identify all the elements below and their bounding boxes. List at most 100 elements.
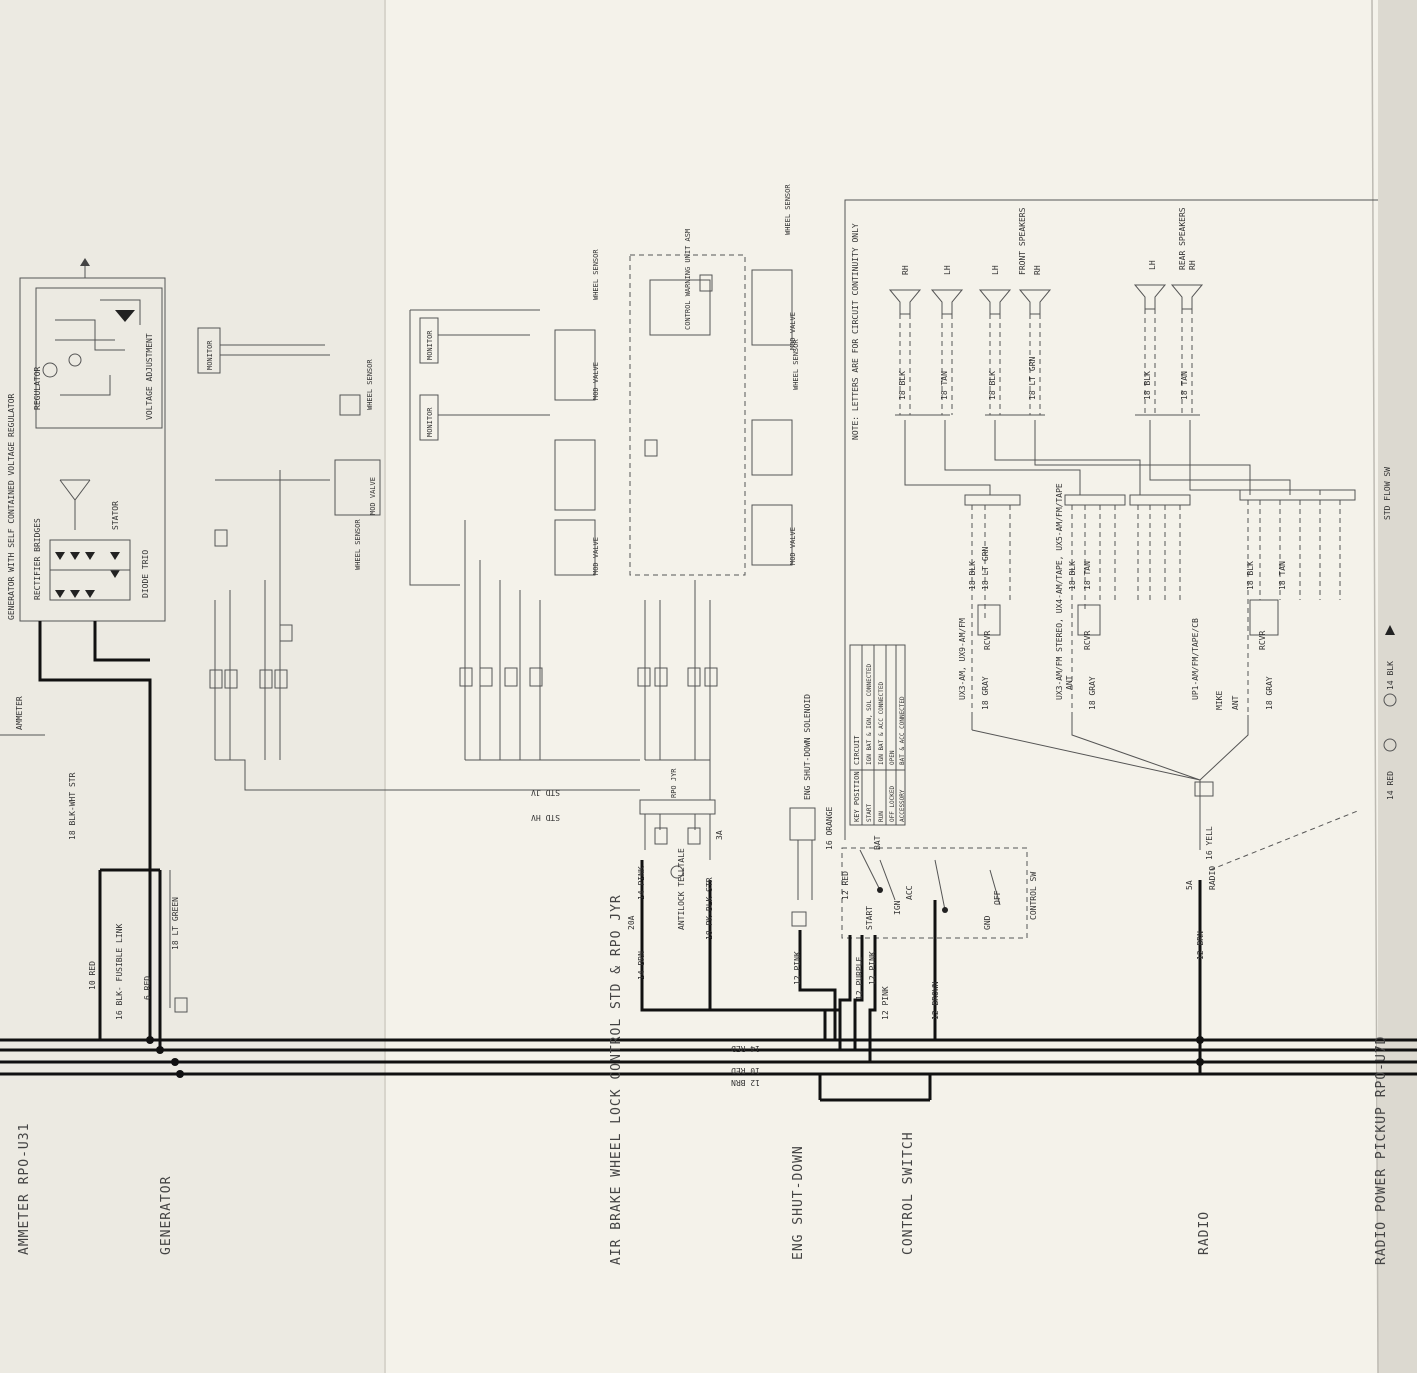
switch-start: START	[865, 906, 874, 930]
wire-12-pink-b: 12 PINK	[868, 951, 877, 985]
front-speakers-label: FRONT SPEAKERS	[1018, 207, 1027, 275]
wire-12-pink-c: 12 PINK	[881, 986, 890, 1020]
section-radio: RADIO	[1197, 1211, 1212, 1255]
section-radio-power: RADIO POWER PICKUP RPO-U7D	[1374, 1036, 1389, 1266]
fuse-20a: 20A	[627, 915, 636, 930]
bus-label-14red: 14 RED	[731, 1044, 760, 1053]
wheel-sensor-label-2: WHEEL SENSOR	[354, 519, 362, 570]
key-position-table: KEY POSITION CIRCUIT START IGN BAT & IGN…	[849, 644, 906, 826]
control-unit-label: CONTROL WARNING UNIT ASM	[684, 229, 692, 330]
mod-valve-label-5: MOD VALVE	[789, 527, 797, 565]
fuse-5a: 5A	[1185, 880, 1194, 890]
speaker-rh-2: RH	[1033, 265, 1042, 275]
regulator-label: REGULATOR	[33, 366, 42, 410]
control-switch-block: BAT ACC IGN START OFF GND CONTROL SW 12 …	[838, 835, 1038, 1062]
eng-shutdown-block: ENG SHUT-DOWN SOLENOID 12 PINK 16 ORANGE	[789, 694, 837, 1040]
spk-wire-tan-2: 18 TAN	[1180, 371, 1189, 400]
wire-fusible-link: 16 BLK- FUSIBLE LINK	[115, 923, 124, 1020]
section-air-brake: AIR BRAKE WHEEL LOCK CONTROL STD & RPO J…	[609, 894, 624, 1265]
wire-6-red: 6 RED	[143, 976, 152, 1000]
radio-note: NOTE: LETTERS ARE FOR CIRCUIT CONTINUITY…	[851, 223, 860, 440]
rcvr-2: RCVR	[1083, 631, 1092, 650]
speaker-rh-3: RH	[1188, 260, 1197, 270]
speaker-lh-2: LH	[991, 265, 1000, 275]
key-row-run: RUN	[878, 811, 885, 822]
voltage-adjustment-label: VOLTAGE ADJUSTMENT	[145, 333, 154, 420]
radio-wire-ltgrn-a: 18 LT GRN	[981, 546, 990, 590]
rcvr-1: RCVR	[983, 631, 992, 650]
abs-harness-right: CONTROL WARNING UNIT ASM MOD VALVE MOD V…	[531, 184, 800, 822]
wire-blk-wht-str: 18 BLK-WHT STR	[68, 772, 77, 840]
monitor-label-1: MONITOR	[206, 340, 214, 370]
radio-am-label: UX3-AM, UX9-AM/FM	[958, 618, 967, 700]
paper-edge-line	[1371, 0, 1379, 1373]
wire-12-brown: 12 BROWN	[931, 981, 940, 1020]
generator-wires: AMMETER 18 BLK-WHT STR 16 BLK- FUSIBLE L…	[0, 621, 188, 1078]
generator-title: GENERATOR WITH SELF CONTAINED VOLTAGE RE…	[7, 393, 16, 620]
wire-14-red: 14 RED	[1386, 771, 1395, 800]
speakers: FRONT SPEAKERS REAR SPEAKERS RH LH LH RH…	[888, 207, 1204, 416]
mod-valve-label-2: MOD VALVE	[592, 362, 600, 400]
mike-label: MIKE	[1215, 691, 1224, 710]
radio-wire-blk-a: 18 BLK	[968, 561, 977, 590]
rectifier-label: RECTIFIER BRIDGES	[33, 518, 42, 600]
bus-label-12brn: 12 BRN	[731, 1078, 760, 1087]
abs-harness-middle: MONITOR MONITOR MOD VALVE MOD VALVE WHEE…	[409, 249, 640, 761]
main-bus: 14 RED 10 RED 12 BRN	[0, 1038, 1417, 1102]
wire-14-pink: 14 PINK	[637, 866, 646, 900]
spk-wire-blk-2: 18 BLK	[988, 371, 997, 400]
section-labels: AMMETER RPO-U31 GENERATOR AIR BRAKE WHEE…	[17, 894, 1389, 1265]
rear-speakers-label: REAR SPEAKERS	[1178, 207, 1187, 270]
wheel-sensor-label-3: WHEEL SENSOR	[592, 249, 600, 300]
abs-harness-left: MONITOR MOD VALVE WHEEL SENSOR WHEEL SEN…	[197, 327, 640, 791]
std-hv-label: STD HV	[531, 813, 560, 822]
radio-wire-blk-c: 18 BLK	[1246, 561, 1255, 590]
mod-valve-label-1: MOD VALVE	[369, 477, 377, 515]
monitor-label-2: MONITOR	[426, 330, 434, 360]
diode-trio-label: DIODE TRIO	[141, 550, 150, 598]
radio-wire-gray-1: 18 GRAY	[981, 676, 990, 710]
switch-bat: BAT	[873, 835, 882, 850]
wire-14-brn: 14 BRN	[637, 951, 646, 980]
wire-12-brn: 12 BRN	[1196, 931, 1205, 960]
speaker-lh-3: LH	[1148, 260, 1157, 270]
section-control-switch: CONTROL SWITCH	[901, 1131, 916, 1255]
spk-wire-blk-3: 18 BLK	[1143, 371, 1152, 400]
key-row-run-circuit: IGN BAT & ACC CONNECTED	[878, 682, 885, 765]
spk-wire-ltgrn-1: 18 LT GRN	[1028, 356, 1037, 400]
wire-16-orange: 16 ORANGE	[825, 806, 834, 850]
key-row-off: OFF LOCKED	[889, 785, 896, 822]
wire-14-blk: 14 BLK	[1386, 661, 1395, 690]
radio-cb-label: UP1-AM/FM/TAPE/CB	[1191, 618, 1200, 700]
mod-valve-label-3: MOD VALVE	[592, 537, 600, 575]
section-ammeter: AMMETER RPO-U31	[17, 1123, 32, 1255]
ant-label-1: ANT	[1065, 675, 1074, 690]
std-jv-label: STD JV	[531, 788, 560, 797]
speaker-rh-1: RH	[901, 265, 910, 275]
wire-12-pink-a: 12 PINK	[793, 951, 802, 985]
wire-lt-green: 18 LT GREEN	[171, 897, 180, 950]
section-eng-shutdown: ENG SHUT-DOWN	[791, 1145, 806, 1260]
radio-block: NOTE: LETTERS ARE FOR CIRCUIT CONTINUITY…	[844, 199, 1397, 1074]
key-table-header-circuit: CIRCUIT	[853, 735, 861, 765]
radio-stereo-label: UX3-AM/FM STEREO, UX4-AM/TAPE, UX5-AM/FM…	[1055, 483, 1064, 700]
solenoid-label: ENG SHUT-DOWN SOLENOID	[803, 694, 812, 800]
ant-label-2: ANT	[1231, 695, 1240, 710]
rpo-jyr-label: RPO JYR	[670, 768, 678, 798]
mod-valve-label-4: MOD VALVE	[789, 312, 797, 350]
wire-pk-blk: 18 PK-BLK STR	[705, 877, 714, 940]
speaker-lh-1: LH	[943, 265, 952, 275]
key-row-acc-circuit: BAT & ACC CONNECTED	[899, 696, 906, 765]
wheel-sensor-label-1: WHEEL SENSOR	[366, 359, 374, 410]
radio-wire-tan-c: 18 TAN	[1278, 561, 1287, 590]
stator-label: STATOR	[111, 501, 120, 530]
telltale-label: ANTILOCK TELLTALE	[677, 848, 686, 930]
switch-acc: ACC	[905, 885, 914, 900]
wire-16-yell: 16 YELL	[1205, 826, 1214, 860]
ammeter-label: AMMETER	[15, 696, 24, 730]
paper-right-edge	[1378, 0, 1417, 1373]
fuse-3a: 3A	[715, 830, 724, 840]
wire-12-purple: 12 PURPLE	[855, 956, 864, 1000]
radio-wire-tan-b: 18 TAN	[1083, 561, 1092, 590]
